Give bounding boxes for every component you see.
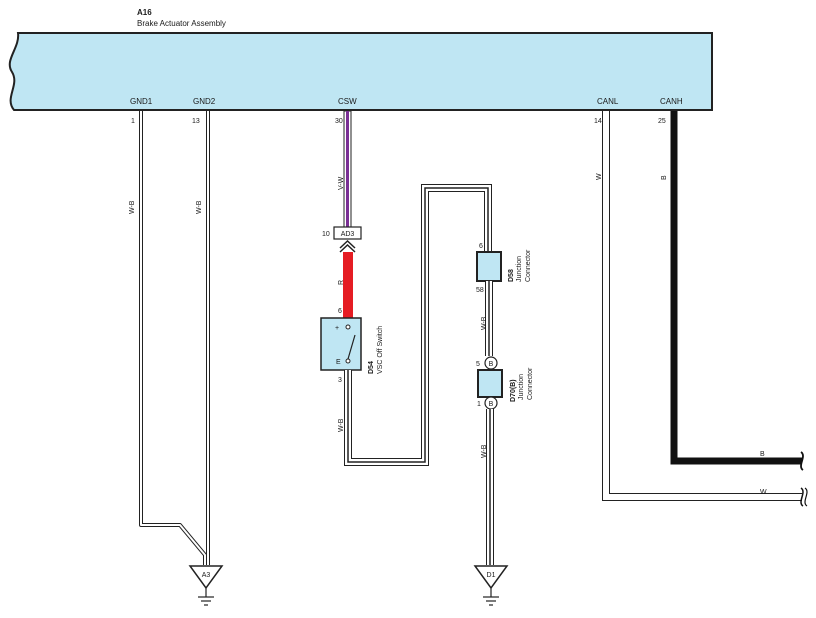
pin-num-csw: 30	[335, 118, 343, 125]
wire-label-d70: W-B	[481, 444, 488, 458]
switch-lever-icon	[347, 334, 356, 360]
wire-break-canh-icon	[800, 451, 804, 471]
wire-label-gnd2: W-B	[196, 200, 203, 214]
d70-code: D70(B)	[510, 379, 517, 402]
d70-badge-top-label: B	[489, 361, 494, 368]
pin-name-gnd2: GND2	[193, 97, 216, 106]
wire-break-canl-icon	[800, 487, 804, 507]
ground-d1-label: D1	[487, 572, 496, 579]
d54-pin-bottom: 3	[338, 377, 342, 384]
pin-num-gnd1: 1	[131, 118, 135, 125]
component-name: Brake Actuator Assembly	[137, 19, 226, 28]
d70-pin-top: 5	[476, 361, 480, 368]
pin-name-canl: CANL	[597, 97, 619, 106]
wire-label-red: R	[338, 280, 345, 285]
d58-name2: Connector	[525, 249, 532, 282]
pin-name-csw: CSW	[338, 97, 357, 106]
wire-canh	[670, 111, 802, 465]
d58-connector	[476, 251, 502, 282]
wire-label-csw: V-W	[338, 176, 345, 190]
ground-a3: A3	[188, 565, 224, 606]
d70-badge-bottom-label: B	[489, 401, 494, 408]
d70-name1: Junction	[518, 374, 525, 400]
wire-label-canl: W	[596, 173, 603, 180]
d54-pin-top: 6	[338, 308, 342, 315]
d70-connector	[477, 369, 503, 398]
pin-num-gnd2: 13	[192, 118, 200, 125]
wire-d54-loop	[344, 184, 492, 466]
ad3-pin: 10	[322, 231, 330, 238]
d58-name1: Junction	[516, 256, 523, 282]
d54-switch-box	[320, 317, 362, 371]
wire-label-d54: W-B	[338, 418, 345, 432]
d54-name: VSC Off Switch	[377, 326, 384, 374]
d58-pin-bottom: 58	[476, 287, 484, 294]
d58-code: D58	[508, 269, 515, 282]
wire-label-canh-right: B	[760, 451, 765, 458]
d70-pin-bottom: 1	[477, 401, 481, 408]
wire-gnd1	[139, 111, 207, 565]
ground-d1: D1	[473, 565, 509, 606]
wire-label-gnd1: W-B	[129, 200, 136, 214]
ground-a3-label: A3	[202, 572, 211, 579]
pin-name-gnd1: GND1	[130, 97, 153, 106]
pin-name-canh: CANH	[660, 97, 683, 106]
wire-canl	[602, 111, 802, 501]
d58-pin-top: 6	[479, 243, 483, 250]
d54-e: E	[336, 359, 341, 366]
d54-plus: +	[335, 325, 339, 332]
ad3-label: AD3	[341, 231, 355, 238]
d54-code: D54	[368, 361, 375, 374]
wire-csw	[343, 110, 352, 228]
wire-label-d58: W-B	[481, 316, 488, 330]
wire-red	[343, 252, 353, 318]
component-code: A16	[137, 8, 152, 17]
pin-num-canh: 25	[658, 118, 666, 125]
brake-actuator-panel	[8, 32, 713, 111]
wire-label-canl-right: W	[760, 489, 767, 496]
wire-label-canh: B	[661, 175, 668, 180]
ad3-chevron-icon	[339, 239, 356, 249]
pin-num-canl: 14	[594, 118, 602, 125]
d70-name2: Connector	[527, 367, 534, 400]
ad3-connector	[333, 226, 362, 240]
